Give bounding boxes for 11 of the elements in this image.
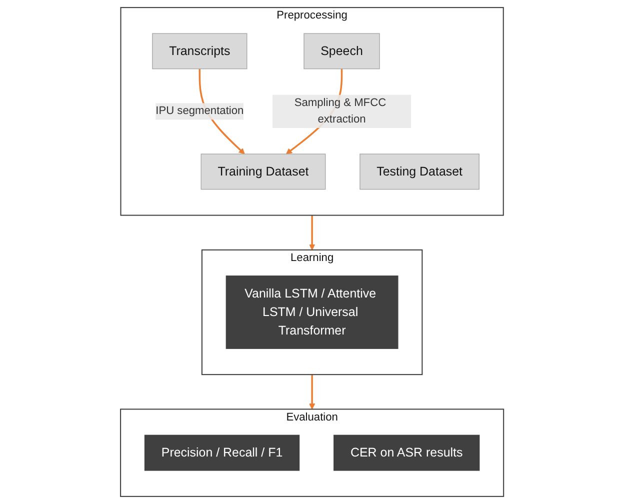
- node-box: Transcripts: [152, 33, 248, 70]
- arrow: [308, 374, 316, 410]
- node-box: CER on ASR results: [333, 434, 480, 471]
- node-box: Training Dataset: [200, 154, 326, 190]
- node-box: Vanilla LSTM / Attentive LSTM / Universal Transformer: [226, 276, 398, 349]
- node-box: Speech: [304, 33, 380, 70]
- arrow: [308, 215, 316, 250]
- edge-label: Sampling & MFCC extraction: [294, 96, 386, 126]
- node-box: Testing Dataset: [360, 154, 480, 190]
- edge-label: IPU segmentation: [156, 105, 244, 117]
- node-box: Precision / Recall / F1: [144, 434, 300, 471]
